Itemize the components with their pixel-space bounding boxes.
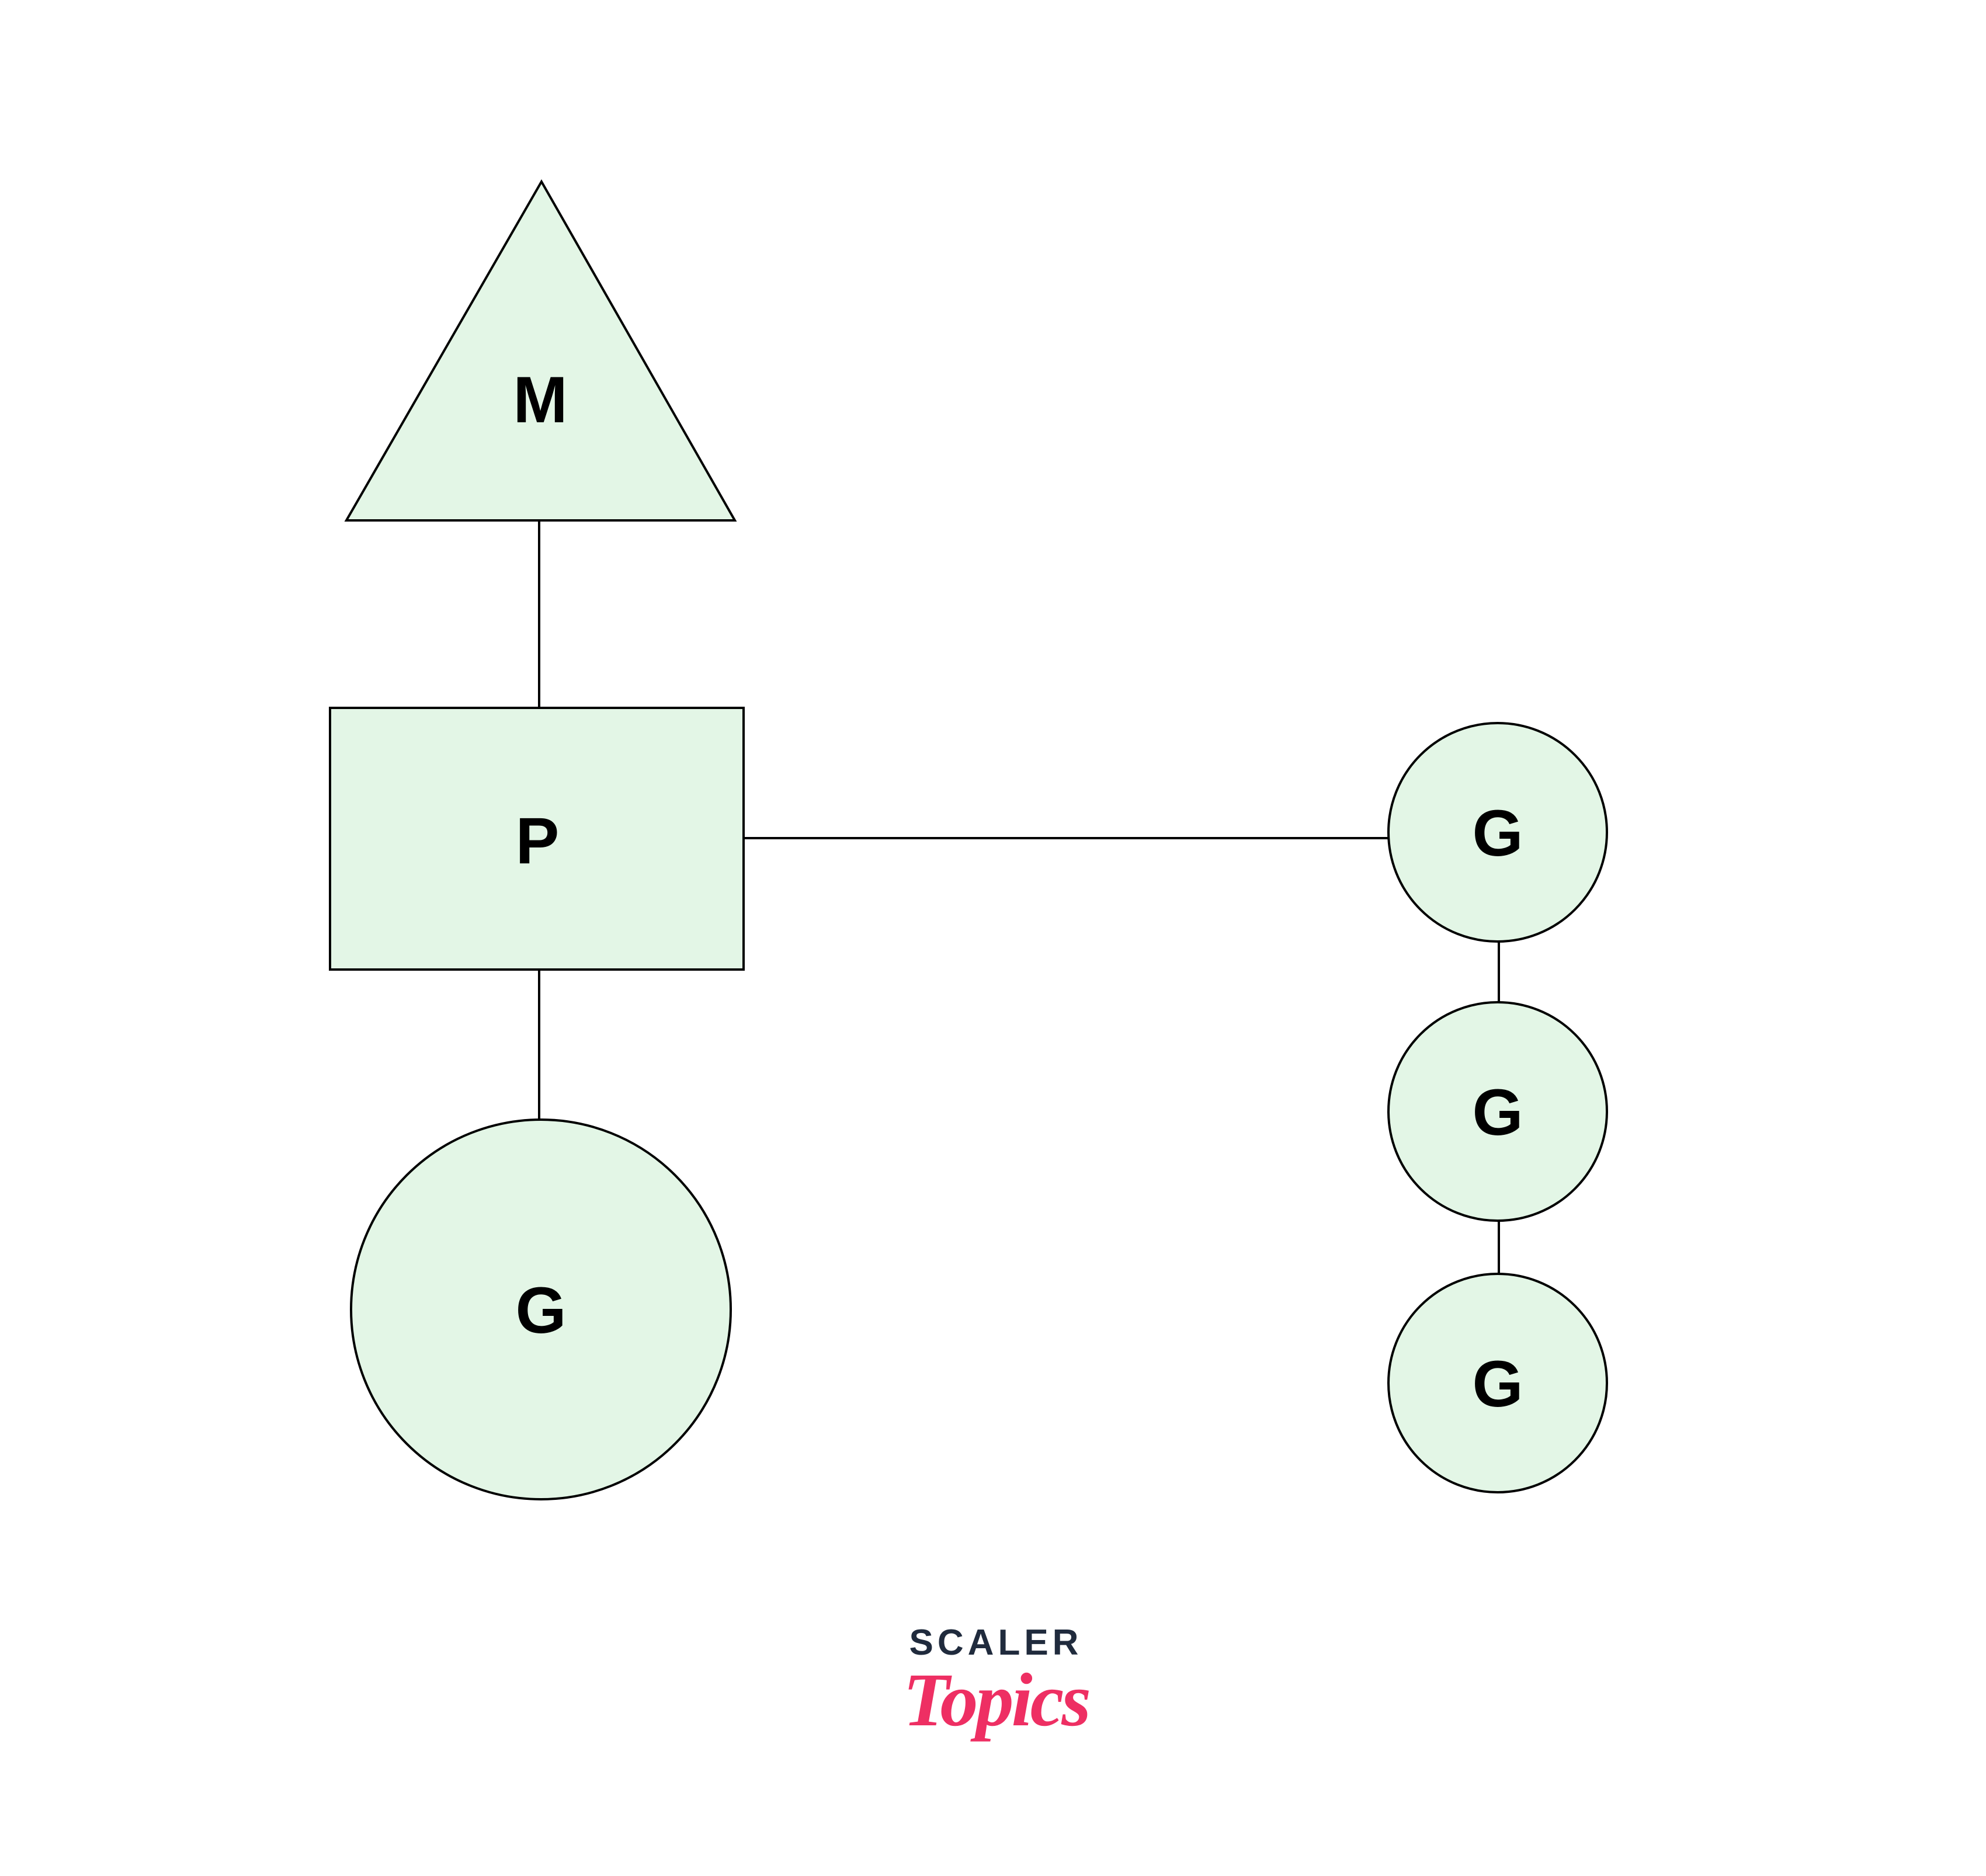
- triangle-node-m: [344, 179, 737, 522]
- circle-node-g-large: [350, 1118, 732, 1500]
- rect-node-p-label: P: [516, 804, 560, 877]
- triangle-node-m-label: M: [513, 363, 567, 436]
- circle-node-g-right-3-label: G: [1472, 1347, 1523, 1420]
- circle-node-g-right-1: [1387, 722, 1608, 943]
- circle-node-g-right-2: [1387, 1001, 1608, 1222]
- topics-logo-text: Topics: [903, 1658, 1091, 1742]
- scaler-topics-logo: SCALER Topics: [891, 1623, 1101, 1742]
- scaler-logo-text: SCALER: [909, 1623, 1083, 1663]
- circle-node-g-right-2-label: G: [1472, 1076, 1523, 1149]
- circle-node-g-large-label: G: [515, 1274, 566, 1347]
- rect-node-p: [329, 707, 745, 971]
- circle-node-g-right-1-label: G: [1472, 797, 1523, 870]
- circle-node-g-right-3: [1387, 1273, 1608, 1493]
